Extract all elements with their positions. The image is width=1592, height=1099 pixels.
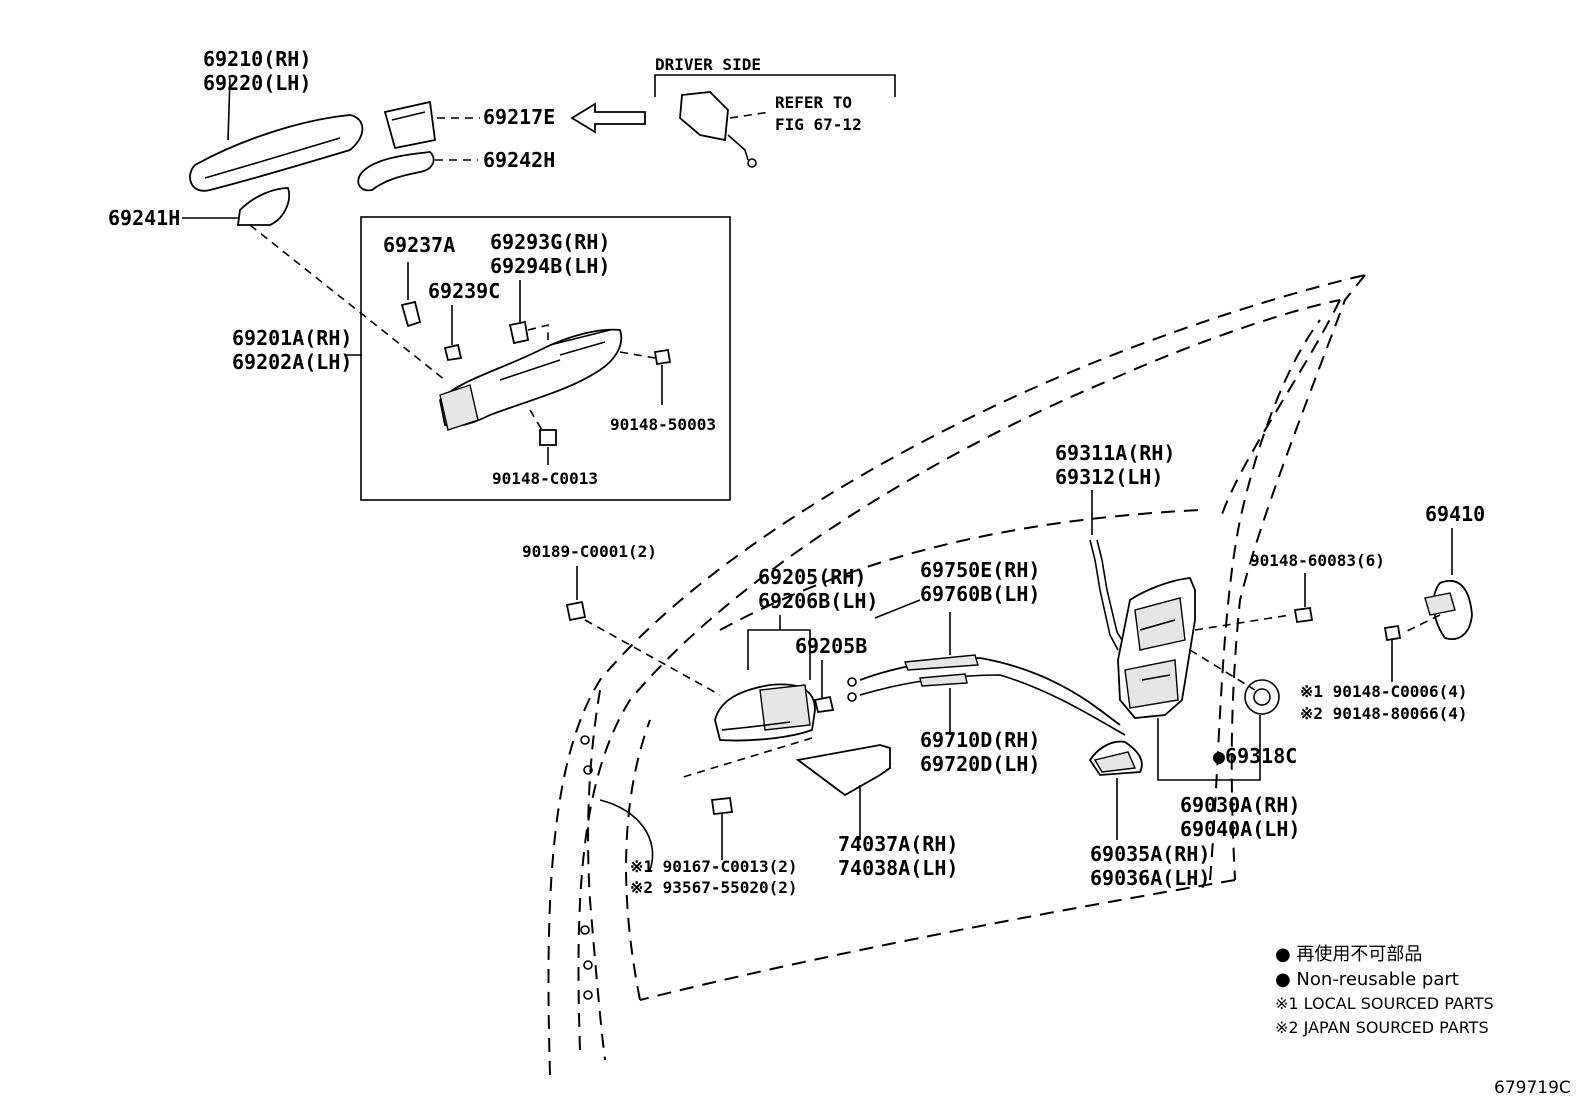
handle-frame-part (345, 262, 672, 465)
label-90167-C0013: ※1 90167-C0013(2) (630, 857, 798, 876)
label-69750E: 69750E(RH) (920, 558, 1040, 582)
refer-arrow-icon (570, 102, 646, 134)
handle-pad-part (357, 151, 478, 192)
label-74038A: 74038A(LH) (838, 856, 958, 880)
legend: ● 再使用不可部品 ● Non-reusable part ※1 LOCAL S… (1275, 944, 1494, 1037)
label-69217E: 69217E (483, 105, 555, 129)
label-69318C: ●69318C (1213, 744, 1297, 768)
label-69720D: 69720D(LH) (920, 752, 1040, 776)
legend-japan-sourced: ※2 JAPAN SOURCED PARTS (1275, 1018, 1489, 1037)
legend-jp: ● 再使用不可部品 (1275, 944, 1422, 965)
label-69210: 69210(RH) (203, 47, 311, 71)
label-69040A: 69040A(LH) (1180, 817, 1300, 841)
label-69242H: 69242H (483, 148, 555, 172)
driver-side-bracket (654, 74, 896, 168)
outside-handle-part (189, 77, 364, 192)
label-69205: 69205(RH) (758, 565, 866, 589)
label-driver-side: DRIVER SIDE (655, 55, 761, 74)
handle-rear-pad-part (182, 187, 446, 381)
lock-cable-part (847, 599, 1126, 736)
door-lock-assembly-part (1117, 573, 1314, 781)
legend-non-reusable: ● Non-reusable part (1275, 969, 1459, 990)
washer-part (1244, 679, 1280, 715)
door-frame-outline (547, 274, 1366, 1076)
label-69220: 69220(LH) (203, 71, 311, 95)
handle-frame-inset-box (360, 216, 731, 501)
label-90148-C0013: 90148-C0013 (492, 469, 598, 488)
legend-local-sourced: ※1 LOCAL SOURCED PARTS (1275, 994, 1494, 1013)
label-69312: 69312(LH) (1055, 465, 1163, 489)
label-69293G: 69293G(RH) (490, 230, 610, 254)
inside-handle-part (679, 615, 835, 860)
label-69410: 69410 (1425, 502, 1485, 526)
label-69036A: 69036A(LH) (1090, 866, 1210, 890)
label-69311A: 69311A(RH) (1055, 441, 1175, 465)
label-69710D: 69710D(RH) (920, 728, 1040, 752)
label-93567-55020: ※2 93567-55020(2) (630, 878, 798, 897)
label-90148-80066: ※2 90148-80066(4) (1300, 704, 1468, 723)
label-69035A: 69035A(RH) (1090, 842, 1210, 866)
label-74037A: 74037A(RH) (838, 832, 958, 856)
label-fig-67-12: FIG 67-12 (775, 115, 862, 134)
label-90148-50003: 90148-50003 (610, 415, 716, 434)
handle-cover-part (383, 100, 480, 150)
figure-code: 679719C (1494, 1078, 1571, 1098)
label-69030A: 69030A(RH) (1180, 793, 1300, 817)
label-90148-60083: 90148-60083(6) (1250, 551, 1385, 570)
striker-part (1383, 528, 1473, 682)
label-refer-to: REFER TO (775, 93, 852, 112)
label-90148-C0006: ※1 90148-C0006(4) (1300, 682, 1468, 701)
protector-part (795, 744, 891, 840)
label-69241H: 69241H (108, 206, 180, 230)
label-69760B: 69760B(LH) (920, 582, 1040, 606)
label-69205B: 69205B (795, 634, 867, 658)
label-69239C: 69239C (428, 279, 500, 303)
lock-rod-part (1089, 490, 1126, 651)
lock-cover-part (1088, 740, 1143, 840)
label-69201A: 69201A(RH) (232, 326, 352, 350)
label-69206B: 69206B(LH) (758, 589, 878, 613)
label-69237A: 69237A (383, 233, 455, 257)
label-69294B: 69294B(LH) (490, 254, 610, 278)
clip-part (565, 566, 721, 696)
label-69202A: 69202A(LH) (232, 350, 352, 374)
label-90189-C0001: 90189-C0001(2) (522, 542, 657, 561)
